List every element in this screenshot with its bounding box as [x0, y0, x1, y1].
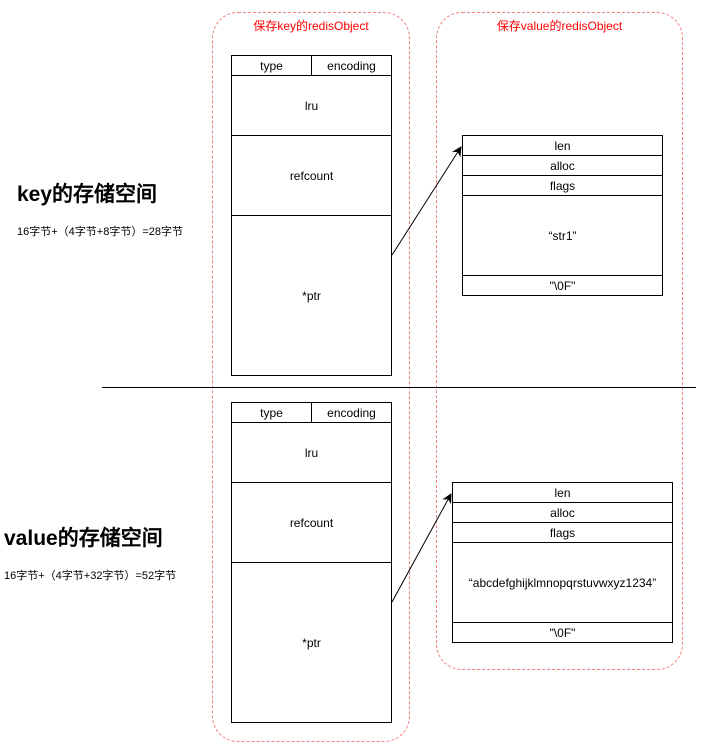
key-group-title: 保存key的redisObject [253, 19, 369, 33]
key-ptr-cell: *ptr [231, 215, 392, 376]
value-sds-terminator-cell: "\0F" [452, 622, 673, 643]
value-storage-heading: value的存储空间 [4, 527, 163, 550]
key-lru-cell: lru [231, 75, 392, 136]
key-storage-heading: key的存储空间 [17, 183, 158, 206]
value-sds-buf-cell: “abcdefghijklmnopqrstuvwxyz1234” [452, 542, 673, 623]
key-sds-terminator-cell: "\0F" [462, 275, 663, 296]
value-type-cell: type [231, 402, 312, 423]
value-redisobject-group [436, 12, 683, 670]
key-type-cell: type [231, 55, 312, 76]
value-lru-cell: lru [231, 422, 392, 483]
value-ptr-arrow [391, 493, 452, 603]
key-sds-buf-cell: “str1” [462, 195, 663, 276]
key-storage-formula: 16字节+（4字节+8字节）=28字节 [17, 226, 183, 238]
key-encoding-cell: encoding [311, 55, 392, 76]
value-group-title: 保存value的redisObject [496, 19, 623, 33]
value-encoding-cell: encoding [311, 402, 392, 423]
value-ptr-cell: *ptr [231, 562, 392, 723]
value-storage-formula: 16字节+（4字节+32字节）=52字节 [4, 570, 177, 582]
key-redisobject-group [212, 12, 410, 742]
key-ptr-arrow [391, 146, 462, 256]
value-refcount-cell: refcount [231, 482, 392, 563]
key-refcount-cell: refcount [231, 135, 392, 216]
